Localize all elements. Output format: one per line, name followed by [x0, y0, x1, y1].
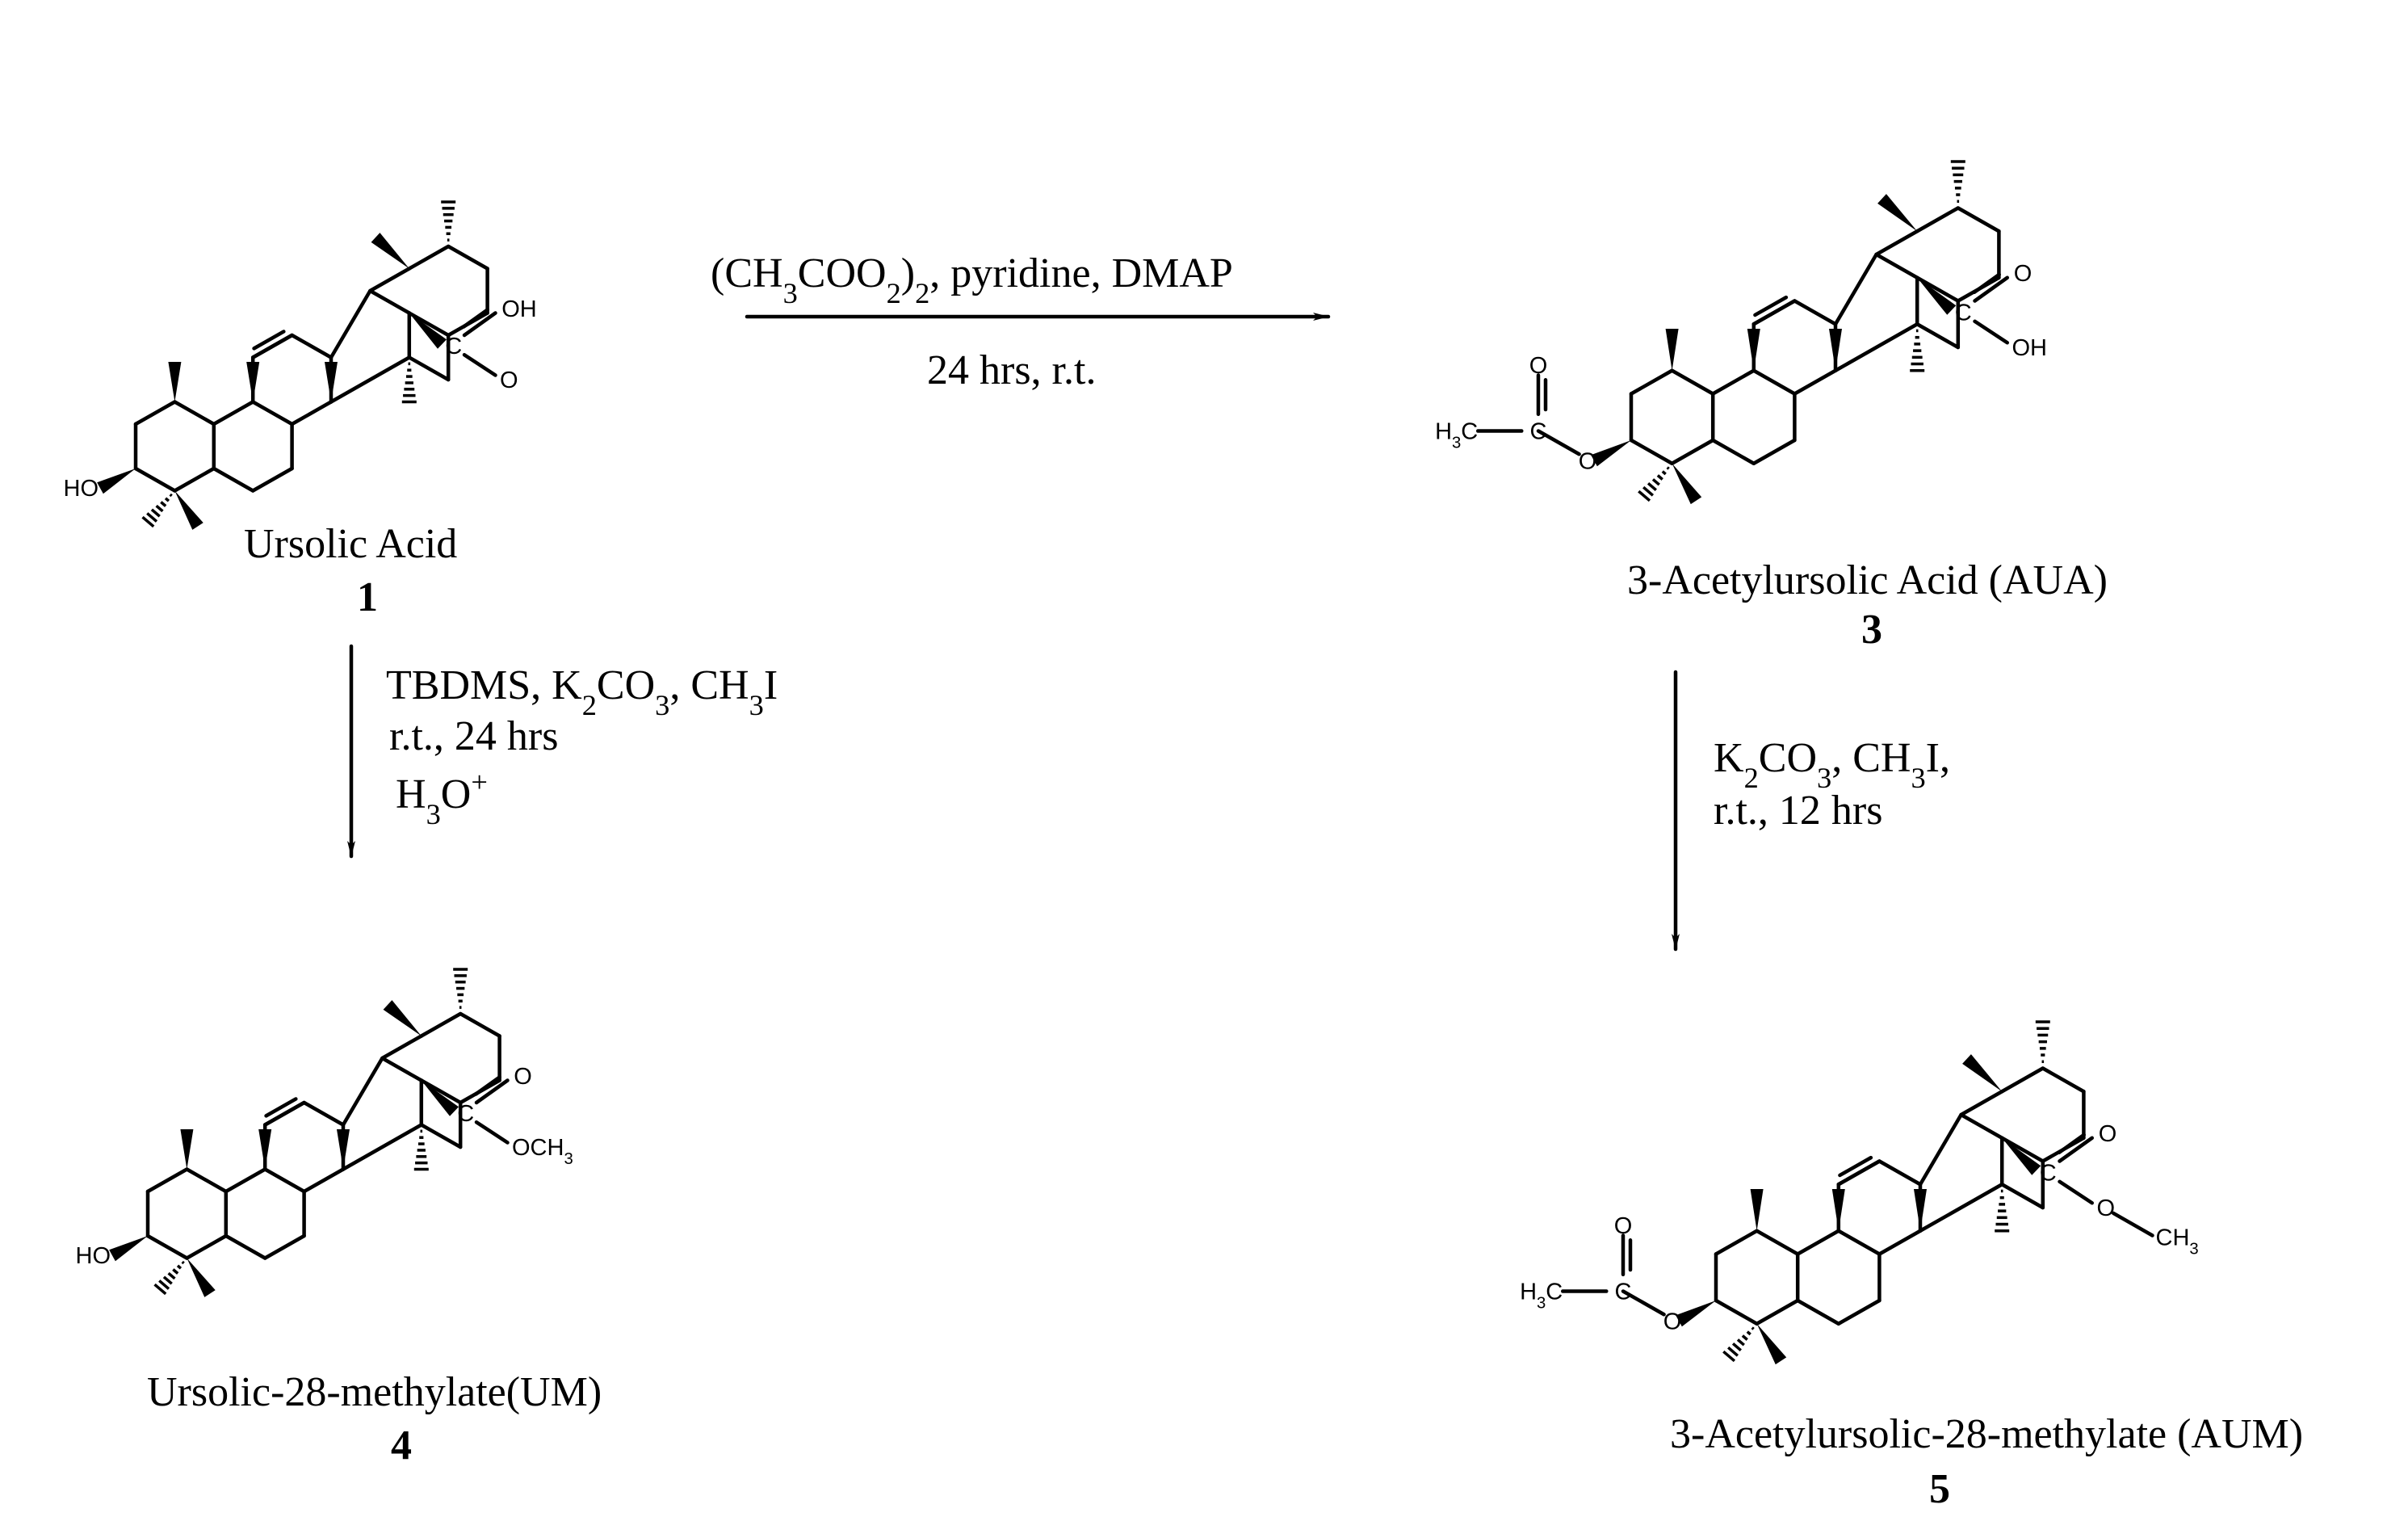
structure-ursolic-acid-c28-carbonyl-oxygen: OH [501, 296, 537, 322]
compound-5-number: 5 [1929, 1466, 1950, 1512]
structure-acetylursolic-28-methylate-ester-oxygen: O [1663, 1309, 1682, 1334]
structure-acetylursolic-28-methylate: O C O H3C C O O CH3 [1520, 1020, 2199, 1365]
structure-acetylursolic-28-methylate-c28-carbonyl-oxygen: O [2099, 1121, 2117, 1147]
structure-ursolic-28-methylate-c28-oxygen: OCH3 [512, 1135, 573, 1168]
rxn-1-3-conditions: (CH3COO2)2, pyridine, DMAP [711, 250, 1233, 309]
compound-1-number: 1 [357, 574, 378, 620]
compound-5-name: 3-Acetylursolic-28-methylate (AUM) [1670, 1411, 2303, 1457]
structure-ursolic-28-methylate: HO C O OCH3 [76, 968, 573, 1297]
structure-ursolic-acid-hydroxyl: HO [64, 476, 99, 502]
structure-ursolic-28-methylate-c28-carbonyl-oxygen: O [514, 1064, 532, 1090]
structure-acetylursolic-28-methylate-acetyl-carbon: C [1615, 1280, 1632, 1305]
structure-acetylursolic-28-methylate-c28-carbon: C [2040, 1160, 2057, 1186]
compound-3-name: 3-Acetylursolic Acid (AUA) [1627, 557, 2108, 603]
structure-acetylursolic-acid: O C O H3C C O OH [1435, 160, 2048, 505]
structure-ursolic-28-methylate-c28-carbon: C [457, 1101, 474, 1127]
structure-ursolic-acid-c28-oxygen: O [500, 368, 518, 393]
rxn-1-4-reagents: TBDMS, K2CO3, CH3I [386, 662, 778, 721]
compound-4-name: Ursolic-28-methylate(UM) [147, 1369, 602, 1415]
structure-acetylursolic-acid-acetyl-methyl: H3C [1435, 419, 1478, 452]
rxn-3-5-reagents: K2CO3, CH3I, [1714, 735, 1950, 794]
structure-acetylursolic-28-methylate-acetyl-oxygen: O [1614, 1213, 1633, 1239]
structure-acetylursolic-28-methylate-methyl: CH3 [2156, 1225, 2199, 1259]
structure-acetylursolic-28-methylate-acetyl-methyl: H3C [1520, 1280, 1563, 1313]
structure-ursolic-28-methylate-hydroxyl: HO [76, 1243, 111, 1269]
structure-acetylursolic-acid-acetyl-carbon: C [1530, 419, 1547, 445]
structure-acetylursolic-28-methylate-c28-oxygen: O [2097, 1196, 2116, 1221]
structure-acetylursolic-acid-acetyl-oxygen: O [1529, 353, 1548, 379]
rxn-3-5-time-temp: r.t., 12 hrs [1714, 788, 1882, 834]
structure-acetylursolic-acid-c28-oxygen: OH [2012, 335, 2048, 361]
rxn-1-3-time-temp: 24 hrs, r.t. [927, 347, 1096, 393]
structure-ursolic-acid: HO C OH O [64, 200, 537, 530]
structure-ursolic-acid-c28-carbon: C [445, 334, 462, 359]
structure-acetylursolic-acid-ester-oxygen: O [1579, 448, 1597, 474]
compound-4-number: 4 [391, 1422, 412, 1469]
compound-3-number: 3 [1861, 607, 1882, 653]
rxn-1-4-workup: H3O+ [396, 766, 488, 830]
rxn-1-4-time-temp: r.t., 24 hrs [389, 713, 558, 759]
compound-1-name: Ursolic Acid [244, 521, 457, 567]
structure-acetylursolic-acid-c28-carbonyl-oxygen: O [2014, 261, 2033, 287]
structure-acetylursolic-acid-c28-carbon: C [1955, 300, 1972, 326]
